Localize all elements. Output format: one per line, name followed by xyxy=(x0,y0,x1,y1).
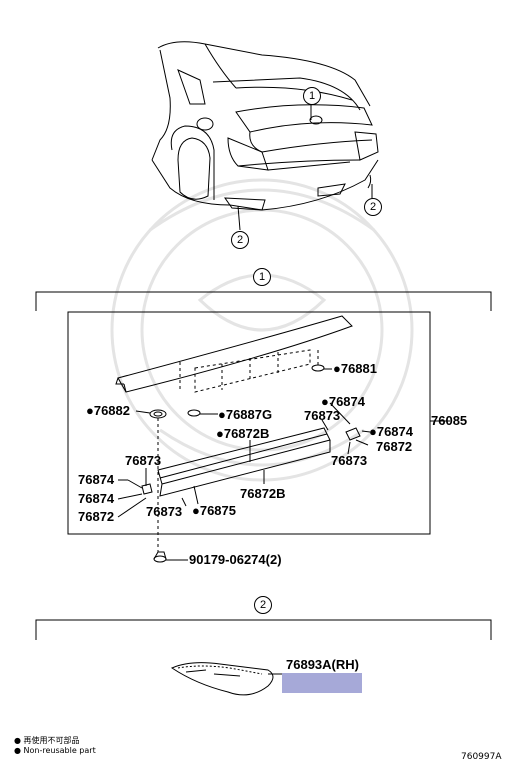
car-illustration xyxy=(151,41,379,211)
diagram-code: 760997A xyxy=(461,752,502,762)
part-76872-right: 76872 xyxy=(376,439,413,454)
part-76887g: ●76887G xyxy=(218,407,273,422)
part-76873-right-lower: 76873 xyxy=(331,453,368,468)
rear-spoiler xyxy=(115,315,353,393)
part-76874-left-upper: 76874 xyxy=(78,472,115,487)
leaders-section-1 xyxy=(117,368,450,561)
callout-2-right: 2 xyxy=(364,198,382,216)
part-76872b-lower: 76872B xyxy=(240,486,286,501)
part-76873-bottom: 76873 xyxy=(146,504,183,519)
legend-non-reusable-en: ● Non-reusable part xyxy=(14,746,96,755)
clip-group xyxy=(141,364,361,563)
part-76085: 76085 xyxy=(431,413,468,428)
part-90179-06274: 90179-06274(2) xyxy=(189,552,282,567)
section-2-bracket xyxy=(35,619,492,640)
part-76873-left: 76873 xyxy=(125,453,162,468)
section-2-label: 2 xyxy=(254,596,272,614)
legend-non-reusable-jp: ● 再使用不可部品 xyxy=(14,736,80,745)
callout-1-car: 1 xyxy=(303,87,321,105)
spoiler-seal-strip xyxy=(157,427,331,497)
part-76882: ●76882 xyxy=(86,403,131,418)
section-1-label: 1 xyxy=(253,268,271,286)
part-76872b-upper: ●76872B xyxy=(216,426,270,441)
part-highlight-76893a xyxy=(282,673,362,693)
section-1-bracket xyxy=(35,291,492,311)
part-76872-left: 76872 xyxy=(78,509,115,524)
part-76873-right-upper: 76873 xyxy=(304,408,341,423)
leader-2-left-car xyxy=(237,205,241,231)
spoiler-assembly-box xyxy=(67,311,431,535)
callout-2-left: 2 xyxy=(231,231,249,249)
rear-bumper-reflector xyxy=(170,662,274,696)
part-76874-left-lower: 76874 xyxy=(78,491,115,506)
part-76893a-rh: 76893A(RH) xyxy=(286,657,359,672)
part-76874-right-lower: ●76874 xyxy=(369,424,414,439)
part-76881: ●76881 xyxy=(333,361,378,376)
part-76874-right-upper: ●76874 xyxy=(321,394,366,409)
part-76875: ●76875 xyxy=(192,503,237,518)
